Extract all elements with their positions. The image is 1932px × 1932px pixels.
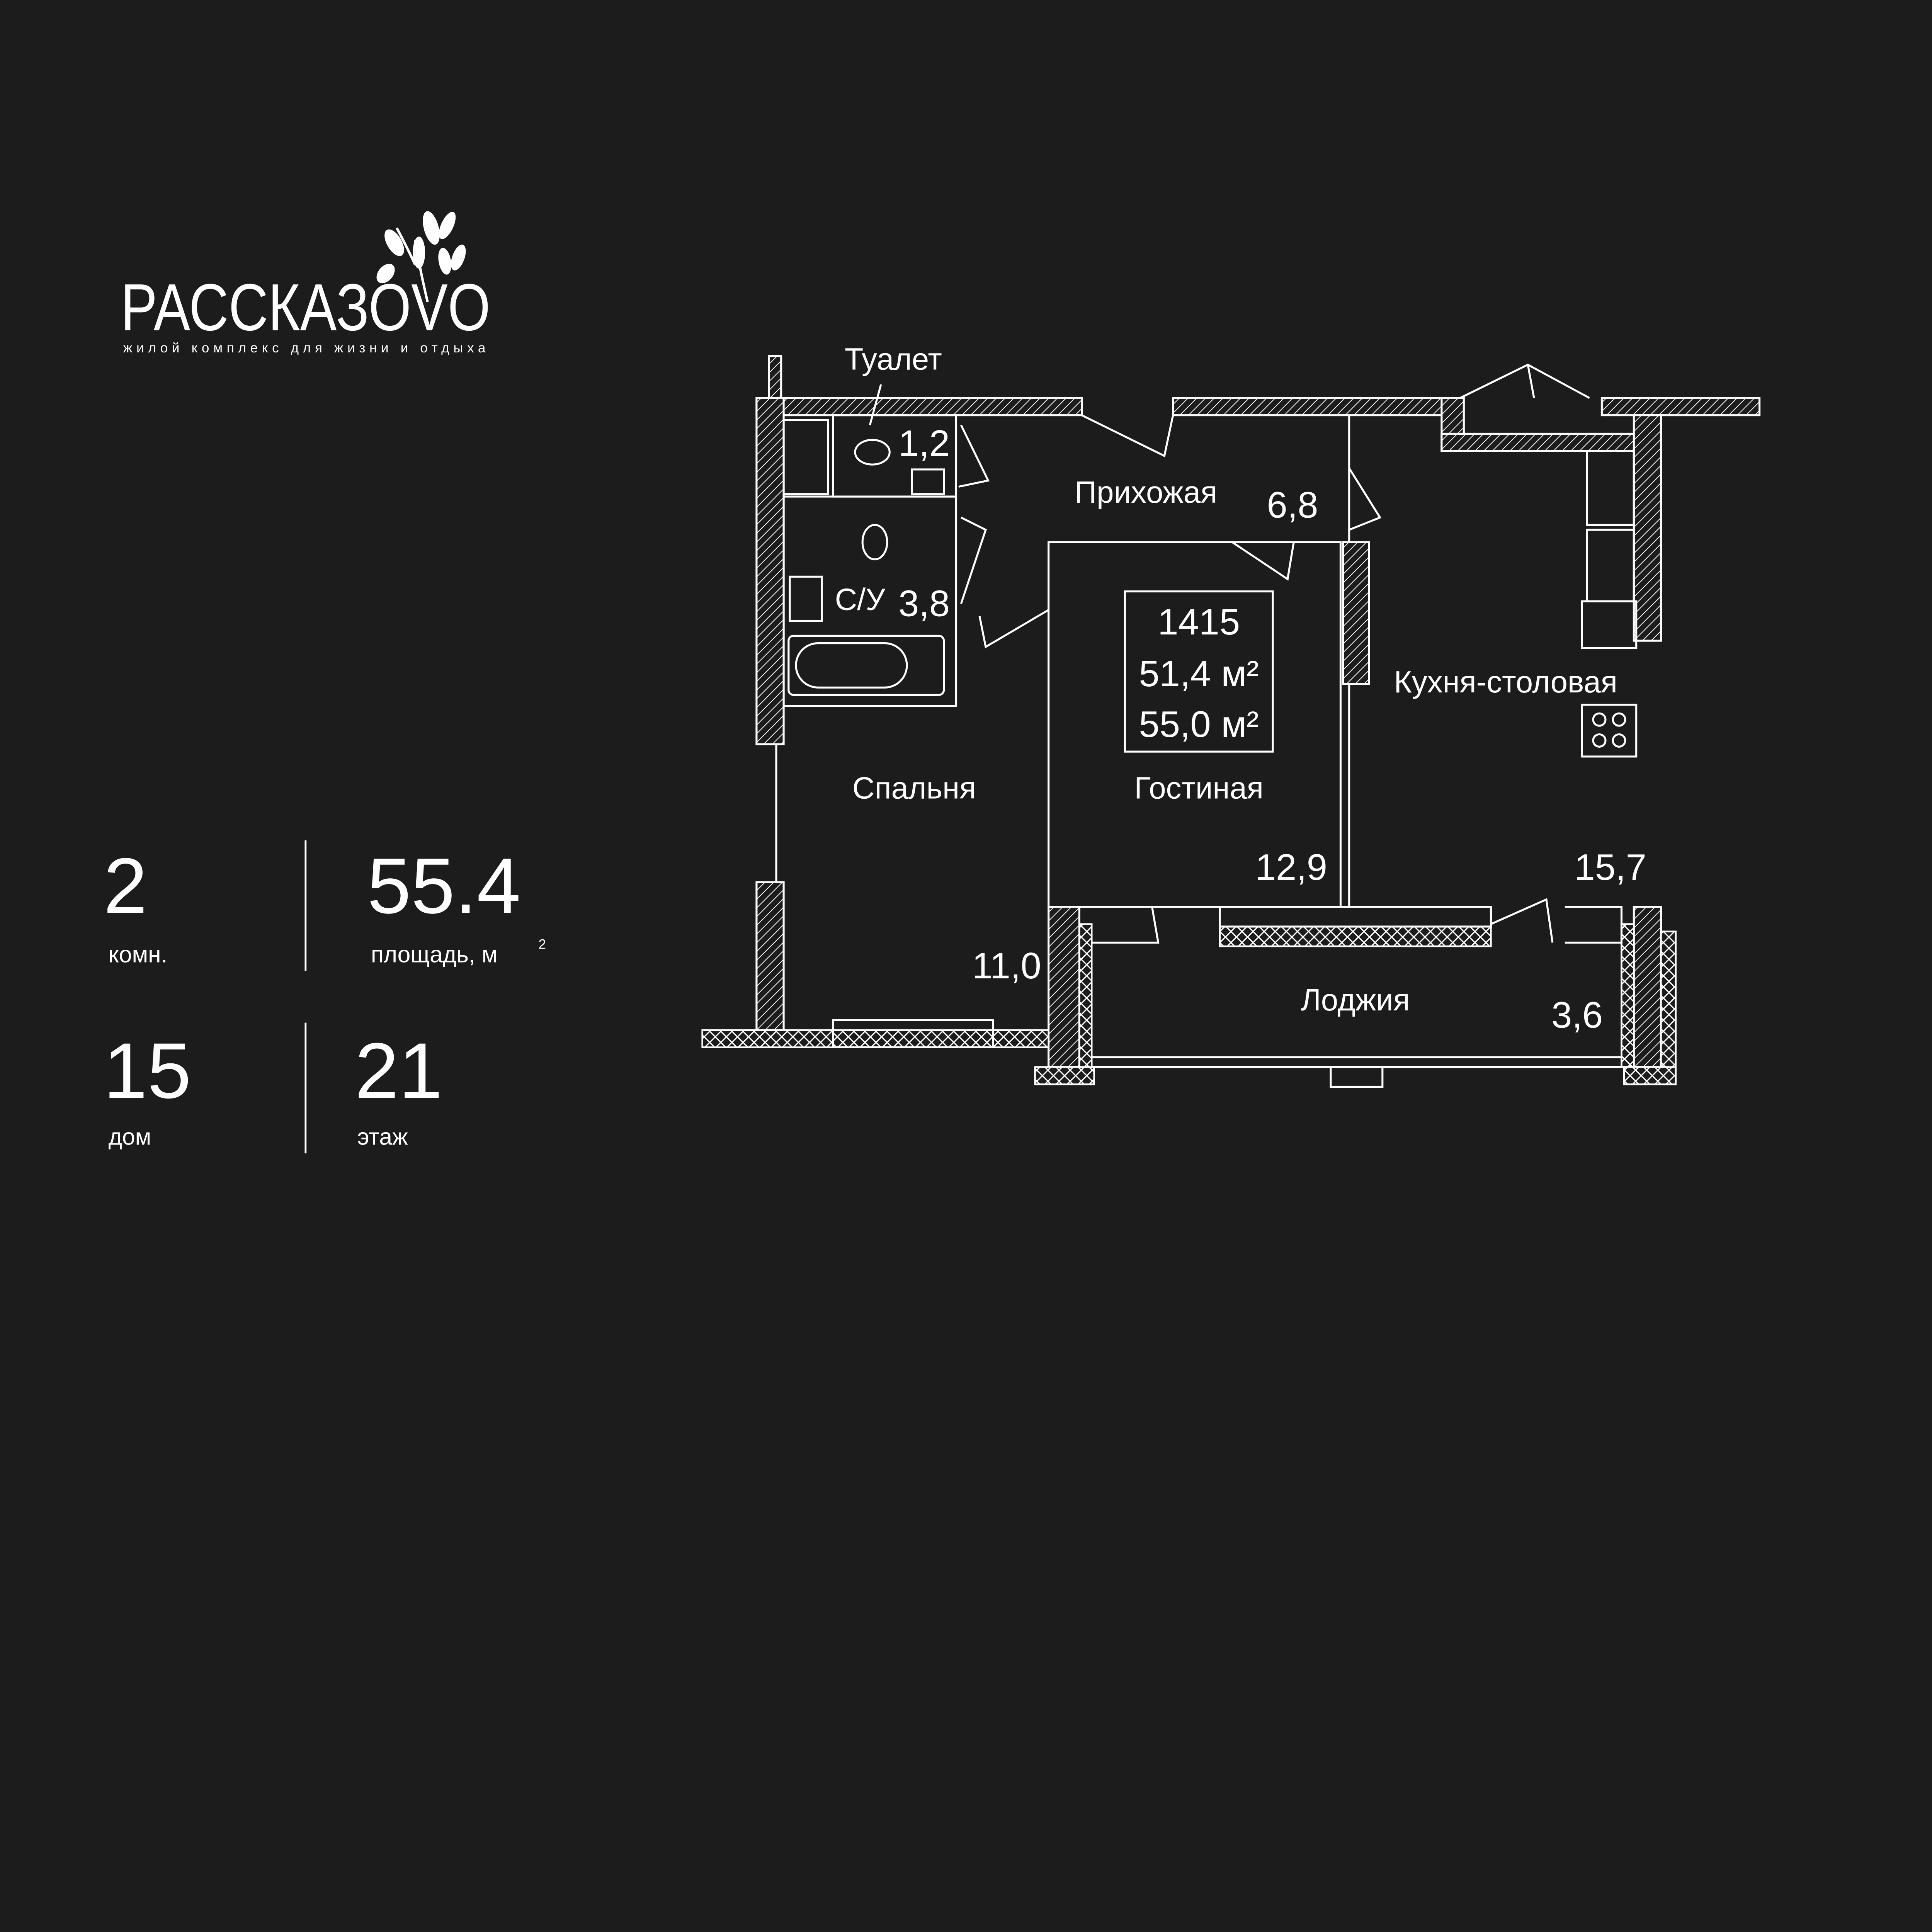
floor-value: 21 (355, 1027, 442, 1115)
room-name-bedroom: Спальня (852, 770, 976, 805)
room-name-loggia: Лоджия (1301, 983, 1410, 1017)
room-area-bedroom: 11,0 (972, 945, 1041, 986)
room-area-toilet: 1,2 (898, 423, 950, 464)
room-labels: Туалет 1,2 Прихожая 6,8 С/У 3,8 Кухня-ст… (835, 342, 1646, 1036)
brand-tagline: жилой комплекс для жизни и отдыха (123, 340, 486, 355)
apartment-total-area: 55,0 м² (1139, 704, 1259, 745)
apartment-stats: 2 комн. 55.4 площадь, м 2 15 дом 21 этаж (104, 840, 546, 1153)
leaf-branch-icon (376, 211, 466, 302)
kitchen-sink-icon (1581, 600, 1638, 649)
toilet-icon (861, 524, 888, 561)
toilet-icon (854, 439, 891, 466)
floor-plan: 1415 51,4 м² 55,0 м² Туалет 1,2 Прихожая… (701, 342, 1761, 1088)
room-name-hallway: Прихожая (1075, 475, 1217, 509)
stove-icon (1581, 704, 1638, 758)
rooms-value: 2 (104, 842, 148, 930)
area-value: 55.4 (367, 842, 520, 930)
room-name-living-room: Гостиная (1134, 770, 1264, 805)
rooms-label: комн. (109, 941, 168, 967)
bathtub-icon (795, 642, 908, 689)
room-name-kitchen: Кухня-столовая (1394, 665, 1617, 699)
room-name-bathroom: С/У (835, 582, 886, 616)
partitions (775, 364, 1638, 1088)
room-area-living-room: 12,9 (1255, 847, 1327, 888)
apartment-info-box: 1415 51,4 м² 55,0 м² (1124, 590, 1274, 753)
area-label: площадь, м (371, 941, 498, 967)
room-area-kitchen: 15,7 (1575, 847, 1646, 888)
floor-label: этаж (357, 1123, 408, 1150)
apartment-number: 1415 (1158, 601, 1240, 643)
apartment-living-area: 51,4 м² (1139, 653, 1259, 694)
house-value: 15 (104, 1027, 191, 1115)
sink-icon (911, 468, 945, 495)
sink-icon (789, 575, 823, 622)
area-unit-superscript: 2 (538, 937, 546, 952)
room-name-toilet: Туалет (845, 342, 942, 376)
room-area-loggia: 3,6 (1551, 994, 1603, 1036)
brand-logo: РАССКАЗОVО жилой комплекс для жизни и от… (121, 211, 491, 355)
room-area-hallway: 6,8 (1267, 484, 1318, 526)
house-label: дом (109, 1123, 151, 1150)
page-canvas: РАССКАЗОVО жилой комплекс для жизни и от… (104, 211, 1761, 1153)
room-area-bathroom: 3,8 (898, 583, 950, 624)
brand-name: РАССКАЗОVО (121, 270, 491, 345)
